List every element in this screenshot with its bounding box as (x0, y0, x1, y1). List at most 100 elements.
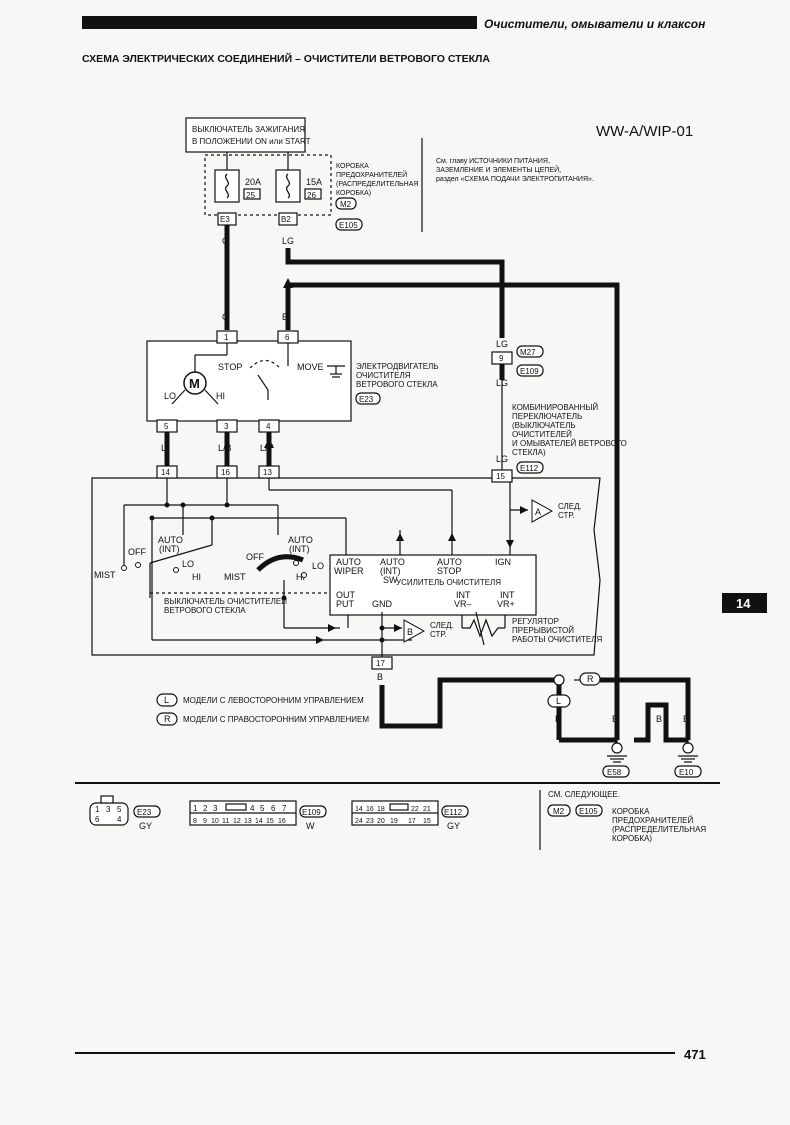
wire-lg-1: LG (282, 236, 294, 246)
connector-e112: 14 16 18 22 21 24 23 20 19 17 15 E112 GY (351, 800, 469, 831)
wire-b-e58: B (612, 714, 618, 724)
conn-m2: M2 (340, 200, 352, 209)
ground-e10-label: E10 (679, 768, 694, 777)
conn-e109: E109 (520, 367, 539, 376)
combo-label-5: И ОМЫВАТЕЛЕЙ ВЕТРОВОГО (512, 439, 627, 448)
svg-text:8: 8 (193, 818, 197, 825)
combo-label-3: (ВЫКЛЮЧАТЕЛЬ (512, 421, 576, 430)
ref-a-label-1: СЛЕД. (558, 502, 582, 511)
regulator-3: РАБОТЫ ОЧИСТИТЕЛЯ (512, 635, 602, 644)
conn-e112: E112 (520, 464, 539, 473)
legend-l-text: МОДЕЛИ С ЛЕВОСТОРОННИМ УПРАВЛЕНИЕМ (183, 696, 364, 705)
fuse-26-rating: 15A (306, 177, 322, 187)
regulator-1: РЕГУЛЯТОР (512, 617, 559, 626)
page-number: 471 (684, 1047, 706, 1062)
motor-pin-1: 1 (224, 333, 229, 342)
ref-a-label-2: СТР. (558, 511, 574, 520)
see-also-text-1: КОРОБКА (612, 807, 650, 816)
see-also-m2: M2 (553, 807, 565, 816)
wire-ly: L/Y (260, 443, 274, 453)
combo-switch-box (91, 477, 601, 656)
svg-text:24: 24 (355, 818, 363, 825)
power-note-3: раздел «СХЕМА ПОДАЧИ ЭЛЕКТРОПИТАНИЯ». (436, 176, 594, 183)
svg-text:23: 23 (366, 818, 374, 825)
svg-text:1: 1 (193, 804, 198, 813)
svg-text:GY: GY (139, 821, 152, 831)
legend-r-inline: R (587, 674, 594, 684)
amp-title: УСИЛИТЕЛЬ ОЧИСТИТЕЛЯ (396, 578, 501, 587)
sw2-lo: LO (312, 561, 324, 571)
svg-text:13: 13 (244, 818, 252, 825)
motor-pin-5: 5 (164, 422, 169, 431)
connector-e23: 1 3 5 6 4 E23 GY (89, 795, 161, 831)
wiper-switch-label-2: ВЕТРОВОГО СТЕКЛА (164, 606, 246, 615)
svg-text:20: 20 (377, 818, 385, 825)
fuse-26-number: 26 (307, 191, 316, 200)
conn-m27: M27 (520, 348, 536, 357)
svg-text:19: 19 (390, 818, 398, 825)
sw1-mist: MIST (94, 570, 116, 580)
wire-b-17: B (377, 672, 383, 682)
svg-text:15: 15 (423, 818, 431, 825)
svg-text:14: 14 (355, 806, 363, 813)
svg-text:17: 17 (408, 818, 416, 825)
svg-text:W: W (306, 821, 315, 831)
motor-hi: HI (216, 391, 225, 401)
sw2-int: (INT) (289, 544, 310, 554)
svg-text:B: B (407, 627, 413, 637)
amp-vr-plus-1: INT (500, 590, 515, 600)
ground-e10 (682, 742, 694, 754)
amp-auto-wiper-1: AUTO (336, 557, 361, 567)
svg-text:11: 11 (222, 818, 229, 825)
combo-label-1: КОМБИНИРОВАННЫЙ (512, 403, 598, 412)
combo-label-2: ПЕРЕКЛЮЧАТЕЛЬ (512, 412, 582, 421)
regulator-2: ПРЕРЫВИСТОЙ (512, 626, 574, 635)
sw-pin-13: 13 (263, 468, 272, 477)
sw-pin-17: 17 (376, 659, 385, 668)
svg-text:21: 21 (423, 806, 431, 813)
svg-text:E112: E112 (444, 808, 463, 817)
svg-text:5: 5 (117, 805, 122, 814)
wire-b-l: B (555, 714, 561, 724)
sw1-auto: AUTO (158, 535, 183, 545)
motor-stop: STOP (218, 362, 242, 372)
motor-move: MOVE (297, 362, 324, 372)
amp-vr-plus-2: VR+ (497, 599, 515, 609)
fuse-box-label-2: ПРЕДОХРАНИТЕЛЕЙ (336, 170, 407, 179)
svg-text:6: 6 (271, 804, 276, 813)
motor-label-1: ЭЛЕКТРОДВИГАТЕЛЬ (356, 362, 439, 371)
svg-text:E23: E23 (137, 808, 152, 817)
motor-lo: LO (164, 391, 176, 401)
power-note-1: См. главу ИСТОЧНИКИ ПИТАНИЯ, (436, 158, 550, 165)
amp-vr-minus-1: INT (456, 590, 471, 600)
fuse-box-label-1: КОРОБКА (336, 163, 369, 170)
power-note-2: ЗАЗЕМЛЕНИЕ И ЭЛЕМЕНТЫ ЦЕПЕЙ, (436, 165, 561, 174)
legend-l-letter: L (164, 695, 169, 705)
see-also-e105: E105 (579, 807, 598, 816)
amp-auto-stop-1: AUTO (437, 557, 462, 567)
section-title: Очистители, омыватели и клаксон (484, 17, 706, 31)
chapter-tab-number: 14 (736, 596, 751, 611)
svg-text:22: 22 (411, 806, 419, 813)
amp-out-2: PUT (336, 599, 355, 609)
amplifier-box (329, 554, 537, 616)
sw-pin-15: 15 (496, 472, 505, 481)
diagram-code: WW-A/WIP-01 (596, 123, 693, 140)
sw-pin-14: 14 (161, 468, 170, 477)
svg-text:A: A (535, 507, 541, 517)
amp-auto-int-3: SW (383, 575, 398, 585)
ignition-label-1: ВЫКЛЮЧАТЕЛЬ ЗАЖИГАНИЯ (192, 125, 305, 134)
svg-text:4: 4 (117, 815, 122, 824)
see-also-title: СМ. СЛЕДУЮЩЕЕ. (548, 790, 620, 799)
svg-text:4: 4 (250, 804, 255, 813)
motor-box (146, 340, 352, 422)
motor-pin-6: 6 (285, 333, 290, 342)
fuse-25-number: 25 (246, 191, 255, 200)
svg-text:18: 18 (377, 806, 385, 813)
wire-lg-4: LG (496, 454, 508, 464)
motor-symbol (183, 371, 207, 395)
svg-text:6: 6 (95, 815, 100, 824)
see-also-text-2: ПРЕДОХРАНИТЕЛЕЙ (612, 816, 694, 825)
